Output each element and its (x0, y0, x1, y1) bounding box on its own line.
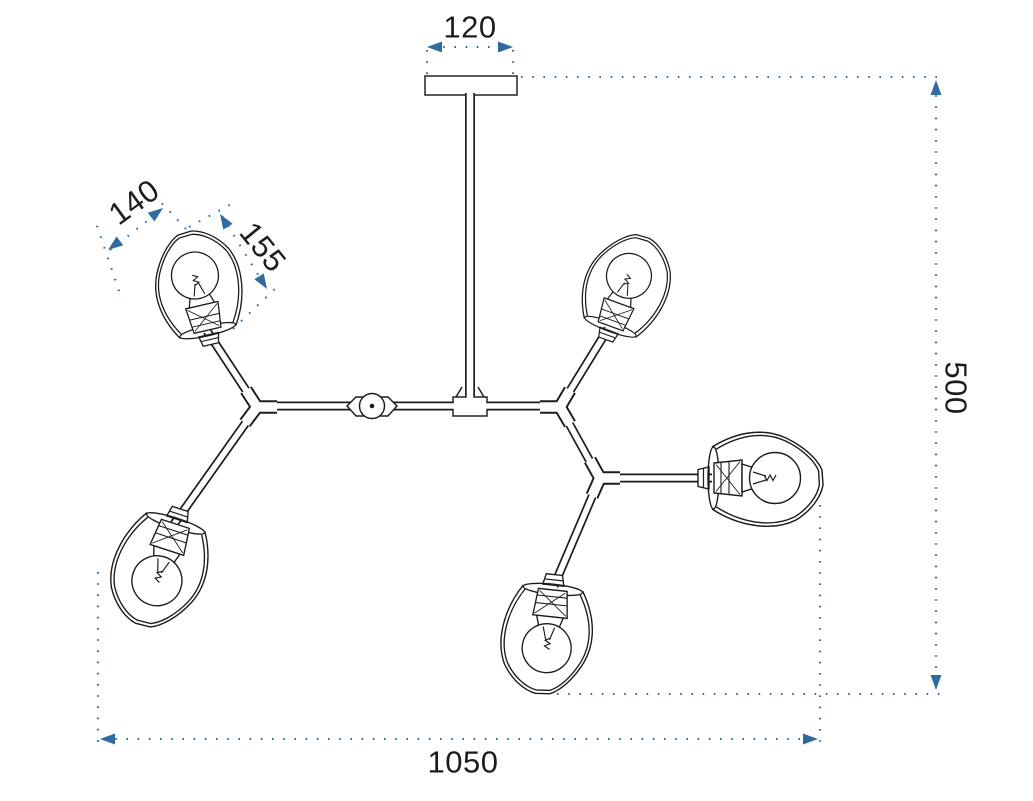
arrow-down-icon (930, 675, 942, 690)
arrow-left-icon (427, 41, 442, 53)
arrow-upleft-icon (215, 211, 233, 230)
arrow-downleft-icon (104, 236, 124, 255)
arms-inner (171, 92, 712, 588)
shade-right (697, 431, 824, 528)
dim-label-shade-depth: 155 (233, 215, 294, 278)
dimension-1050: 1050 (96, 505, 822, 780)
dimension-120: 120 (425, 10, 515, 74)
shade-top-right (567, 221, 684, 355)
arrow-up-icon (930, 80, 942, 95)
arrow-right-icon (803, 733, 818, 745)
dim-label-overall-width: 1050 (428, 745, 499, 780)
dimension-500: 500 (521, 75, 974, 696)
shade-bottom-left (96, 493, 224, 641)
t-connector (452, 396, 488, 417)
shade-bottom-center (495, 569, 599, 700)
dim-label-shade-width: 140 (102, 172, 166, 232)
arrow-right-icon (498, 41, 513, 53)
dim-label-overall-height: 500 (939, 361, 974, 414)
arms-outline (170, 93, 712, 588)
ball-joint (346, 392, 398, 420)
dim-label-canopy-width: 120 (443, 10, 496, 45)
t-flare (455, 386, 485, 398)
fixture (96, 75, 824, 700)
arrow-left-icon (100, 733, 115, 745)
